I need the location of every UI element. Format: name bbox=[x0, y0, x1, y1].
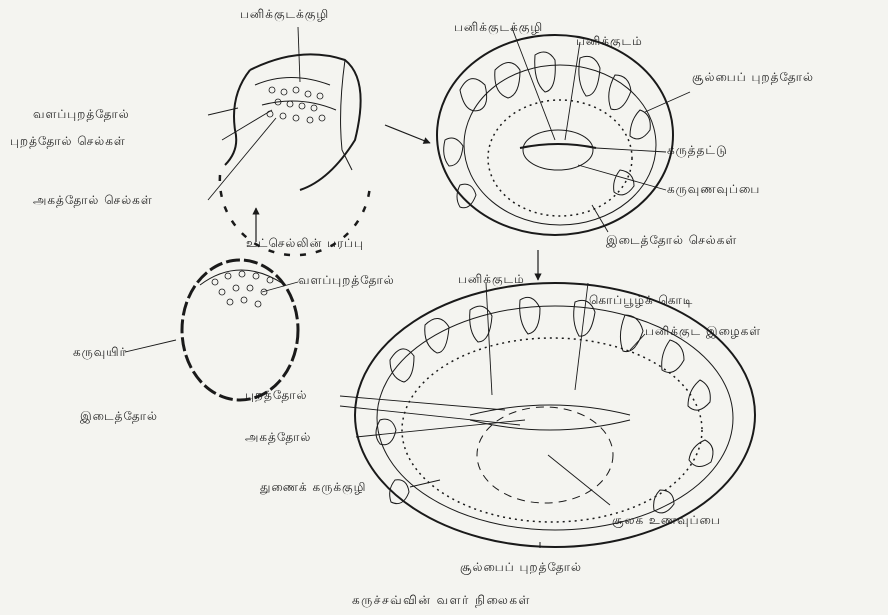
label-trophoblast-pit-1: பனிக்குடக்குழி bbox=[240, 7, 329, 21]
figure-caption: கருச்சவ்வின் வளர் நிலைகள் bbox=[352, 593, 531, 607]
label-umbilical-cord: கொப்பூழ்க் கொடி bbox=[589, 293, 693, 307]
label-chorion-ectoderm-1: சூல்பைப் புறத்தோல் bbox=[692, 70, 814, 84]
label-amnion-membranes: பனிக்குட இழைகள் bbox=[645, 324, 761, 338]
label-chorion-ectoderm-2: சூல்பைப் புறத்தோல் bbox=[460, 560, 582, 574]
label-outer-trophoderm-2: வளப்புறத்தோல் bbox=[298, 273, 395, 287]
label-endoderm-cells: அகத்தோல் செல்கள் bbox=[33, 193, 153, 207]
stage1-blastocyst bbox=[220, 54, 370, 255]
label-extra-embryonic-cavity: துணைக் கருக்குழி bbox=[260, 480, 366, 494]
label-trophoblast-pit-2: பனிக்குடக்குழி bbox=[454, 20, 543, 34]
label-embryonic-disc: கருத்தட்டு bbox=[667, 143, 728, 157]
label-outer-trophoderm-1: வளப்புறத்தோல் bbox=[33, 107, 130, 121]
label-ectoderm-cells: புறத்தோல் செல்கள் bbox=[10, 134, 126, 148]
label-amnion-1: பனிக்குடம் bbox=[576, 34, 643, 48]
label-mesoderm-cells: இடைத்தோல் செல்கள் bbox=[606, 233, 737, 247]
label-embryo-sac: கருவுயிர் bbox=[73, 345, 127, 359]
stage3-blastocyst bbox=[182, 260, 298, 400]
label-inner-cell-spread: உட்செல்லின் பரப்பு bbox=[246, 236, 364, 250]
label-endoderm: அகத்தோல் bbox=[245, 430, 311, 444]
label-yolk-sac-2: சூலக உணவுப்பை bbox=[612, 513, 721, 527]
label-mesoderm: இடைத்தோல் bbox=[80, 409, 158, 423]
label-ectoderm: புறத்தோல் bbox=[245, 388, 307, 402]
label-yolk-sac-1: கருவுணவுப்பை bbox=[667, 182, 760, 196]
label-amnion-2: பனிக்குடம் bbox=[458, 272, 525, 286]
stage2-section bbox=[437, 35, 673, 235]
stage4-section bbox=[355, 283, 755, 548]
